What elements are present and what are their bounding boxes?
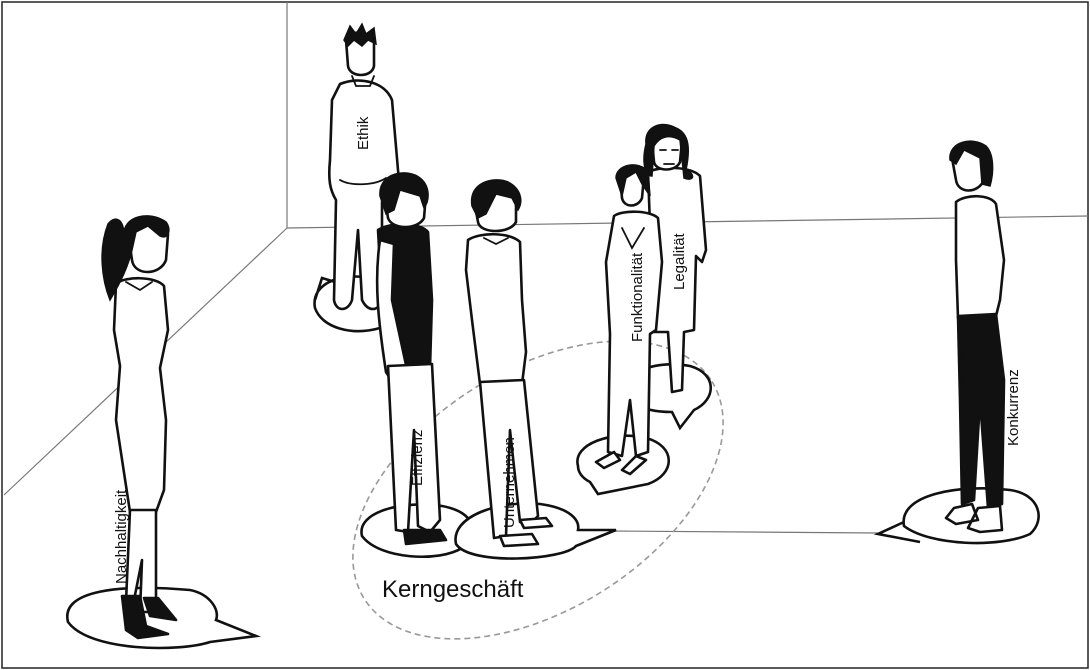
room-outline bbox=[4, 2, 1088, 533]
figure-unternehmen-label: Unternehmen bbox=[501, 437, 518, 528]
kerngeschaeft-label: Kerngeschäft bbox=[382, 576, 524, 603]
figure-konkurrenz: Konkurrenz bbox=[878, 141, 1039, 543]
figure-effizienz-label: Effizienz bbox=[409, 430, 426, 486]
figure-nachhaltigkeit: Nachhaltigkeit bbox=[67, 216, 256, 648]
figure-legalitaet-label: Legalität bbox=[671, 232, 688, 290]
figure-unternehmen: Unternehmen bbox=[456, 180, 616, 559]
kerngeschaeft-group-outline bbox=[301, 280, 776, 670]
figure-funktionalitaet-label: Funktionalität bbox=[629, 252, 646, 342]
figure-konkurrenz-label: Konkurrenz bbox=[1005, 369, 1022, 446]
figure-effizienz: Effizienz bbox=[361, 173, 472, 557]
figure-ethik-label: Ethik bbox=[355, 116, 372, 150]
connection-line bbox=[612, 531, 878, 533]
figure-nachhaltigkeit-label: Nachhaltigkeit bbox=[113, 489, 130, 584]
